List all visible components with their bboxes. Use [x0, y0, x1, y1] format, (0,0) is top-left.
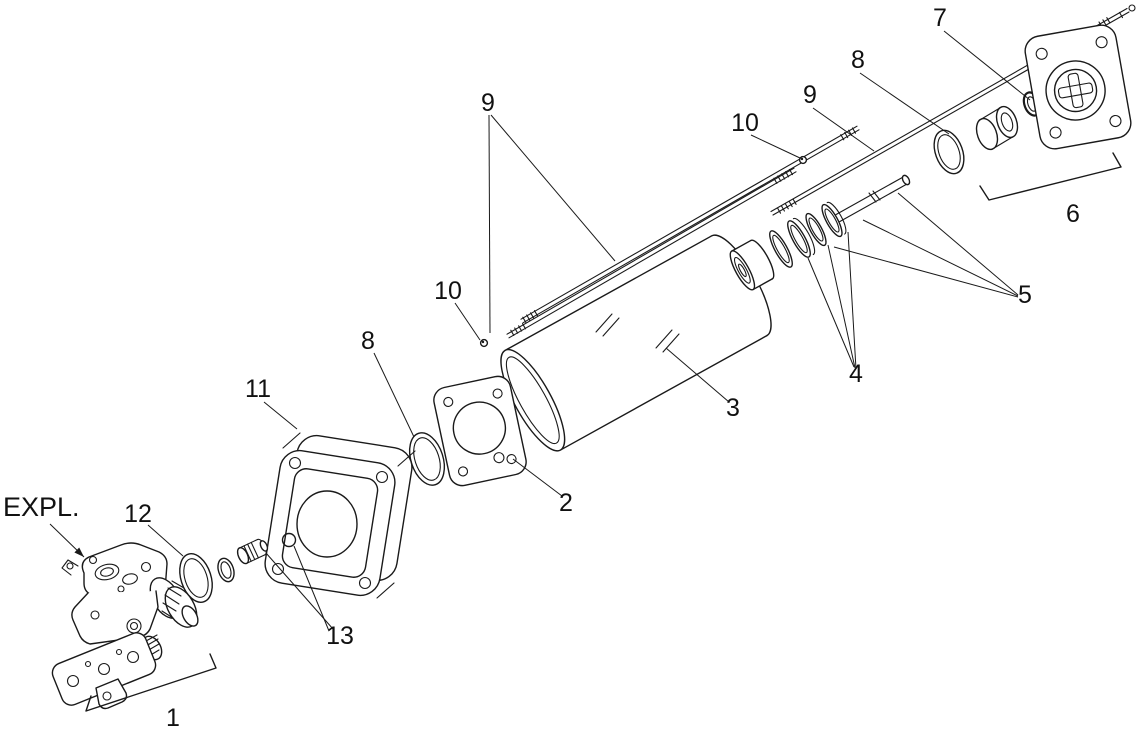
- leader-8-top: [859, 72, 950, 135]
- part-seal-ring-4: [821, 201, 847, 238]
- part-piston-shaft: [835, 174, 911, 223]
- callout-8-top: 8: [851, 46, 865, 74]
- leader-9-center-b: [488, 114, 491, 334]
- leader-11: [263, 401, 298, 430]
- callout-7: 7: [933, 4, 947, 32]
- callout-5: 5: [1018, 281, 1032, 309]
- tube-surface-marks: [595, 313, 680, 353]
- callout-9-right: 9: [803, 81, 817, 109]
- bracket-group-6: [979, 152, 1122, 201]
- leader-3: [665, 347, 730, 403]
- callout-13: 13: [326, 622, 354, 650]
- expl-arrow: [49, 523, 85, 558]
- callout-9-center: 9: [481, 89, 495, 117]
- part-plug: [236, 538, 269, 565]
- leader-4a: [807, 257, 855, 368]
- part-gland-flange: [433, 375, 527, 487]
- leader-5b: [862, 219, 1019, 297]
- callout-12: 12: [124, 500, 152, 528]
- part-check-ball-right: [798, 155, 808, 165]
- part-seal-ring-3: [805, 212, 827, 247]
- leader-7: [943, 30, 1031, 101]
- part-bushing: [975, 105, 1019, 151]
- leader-4b: [827, 244, 856, 369]
- leader-8-left: [373, 352, 415, 438]
- leader-9-center-a: [490, 114, 616, 262]
- callout-labels: 7 8 9 10 9 6 5 4 3 10 8 2 11 12 13 1 EXP…: [3, 4, 1080, 732]
- callout-6: 6: [1066, 200, 1080, 228]
- part-pump-assembly: [51, 542, 199, 710]
- part-o-ring-12: [179, 553, 235, 603]
- leader-4c: [847, 231, 857, 370]
- callout-2: 2: [559, 489, 573, 517]
- leader-13a: [265, 552, 334, 630]
- leader-12: [147, 524, 184, 557]
- callout-10-right: 10: [731, 109, 759, 137]
- leader-5c: [833, 246, 1019, 298]
- leader-10-right: [750, 134, 801, 159]
- part-tie-rod-lower: [506, 167, 797, 339]
- leader-10-left: [454, 302, 481, 341]
- part-cover-plate: [264, 432, 416, 599]
- leader-9-right: [812, 107, 875, 152]
- expl-annotation: EXPL.: [3, 492, 80, 522]
- bracket-group-1: [85, 653, 217, 712]
- part-cylinder-tube: [500, 234, 772, 452]
- part-check-ball-left: [479, 338, 489, 348]
- callout-10-left: 10: [434, 277, 462, 305]
- callout-4: 4: [849, 360, 863, 388]
- callout-3: 3: [726, 394, 740, 422]
- leader-2: [512, 458, 563, 497]
- part-seal-ring-1: [769, 230, 793, 268]
- cover-plug-hole: [281, 532, 297, 548]
- part-o-ring-top: [933, 129, 965, 175]
- leader-13b: [293, 545, 330, 632]
- part-end-cap-flange: [1024, 24, 1132, 150]
- part-seal-ring-2: [787, 217, 816, 258]
- leader-5a: [897, 192, 1019, 296]
- callout-8-left: 8: [361, 327, 375, 355]
- leader-lines: [147, 30, 1031, 632]
- part-piston: [729, 239, 775, 291]
- callout-1: 1: [166, 704, 180, 732]
- callout-11: 11: [245, 375, 271, 403]
